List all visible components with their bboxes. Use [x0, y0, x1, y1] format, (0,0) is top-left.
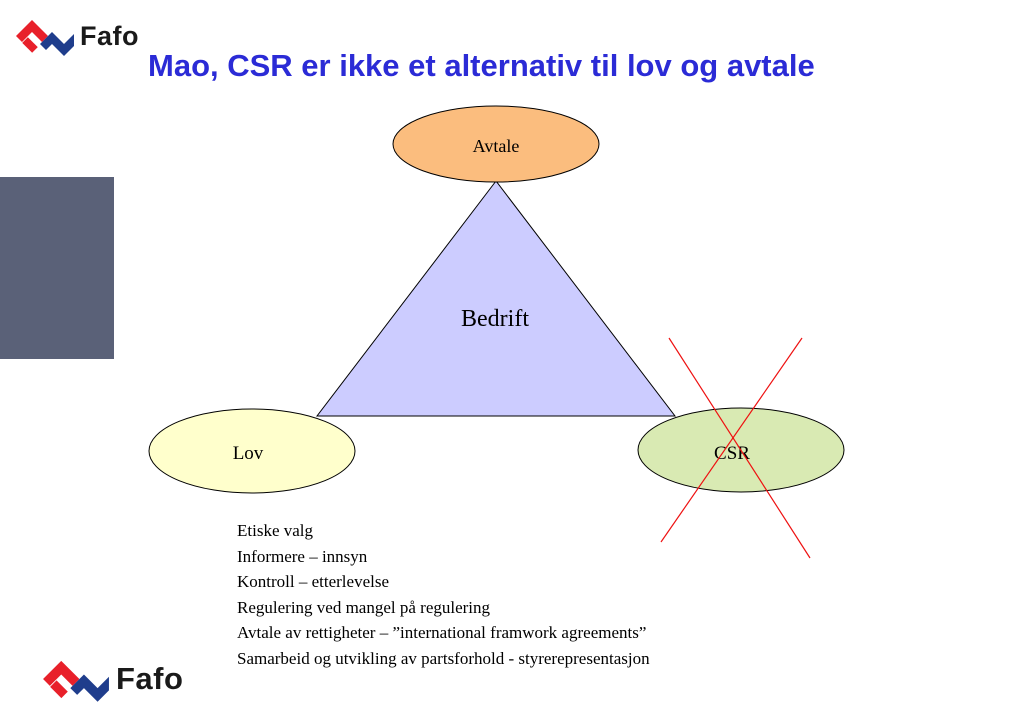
fafo-logo-top: Fafo [14, 14, 139, 58]
cross-line-1 [668, 337, 811, 559]
fafo-logo-bottom: Fafo [40, 654, 183, 704]
cross-line-2 [660, 337, 803, 543]
fafo-logo-icon [43, 660, 109, 702]
list-item: Etiske valg [237, 521, 314, 540]
fafo-logo-icon [16, 20, 74, 56]
slide-title: Mao, CSR er ikke et alternativ til lov o… [148, 48, 815, 83]
logo-text: Fafo [80, 20, 139, 51]
bullet-list: Etiske valg Informere – innsyn Kontroll … [237, 518, 650, 671]
list-item: Avtale av rettigheter – ”international f… [237, 623, 647, 642]
node-csr-label: CSR [714, 443, 750, 464]
list-item: Regulering ved mangel på regulering [237, 597, 491, 617]
node-lov-label: Lov [233, 443, 264, 464]
list-item: Informere – innsyn [237, 546, 368, 566]
node-avtale-label: Avtale [473, 136, 520, 156]
node-lov [148, 408, 356, 494]
logo-text: Fafo [116, 661, 184, 696]
bedrift-triangle [315, 180, 677, 417]
center-label: Bedrift [461, 306, 529, 332]
list-item: Kontroll – etterlevelse [237, 572, 390, 591]
node-avtale [392, 105, 600, 183]
side-accent-bar [0, 177, 114, 359]
list-item: Samarbeid og utvikling av partsforhold -… [237, 648, 650, 668]
